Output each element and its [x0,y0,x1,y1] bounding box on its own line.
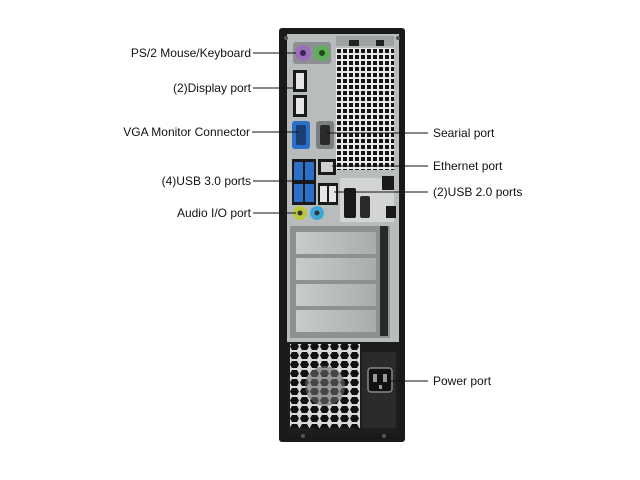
expansion-slot-1 [296,232,376,254]
label-power: Power port [433,374,492,388]
left-leader-lines [252,52,298,214]
label-audio: Audio I/O port [176,206,251,220]
label-ps2: PS/2 Mouse/Keyboard [130,46,251,60]
label-display-port: (2)Display port [172,81,251,95]
vent-grille [336,48,394,170]
expansion-slot-3 [296,284,376,306]
expansion-slot-4 [296,310,376,332]
expansion-slot-2 [296,258,376,280]
label-usb3: (4)USB 3.0 ports [161,174,251,188]
label-ethernet: Ethernet port [433,159,503,173]
right-leader-lines [326,132,428,382]
label-usb2: (2)USB 2.0 ports [433,185,523,199]
label-serial: Searial port [433,126,495,140]
label-vga: VGA Monitor Connector [123,125,250,139]
